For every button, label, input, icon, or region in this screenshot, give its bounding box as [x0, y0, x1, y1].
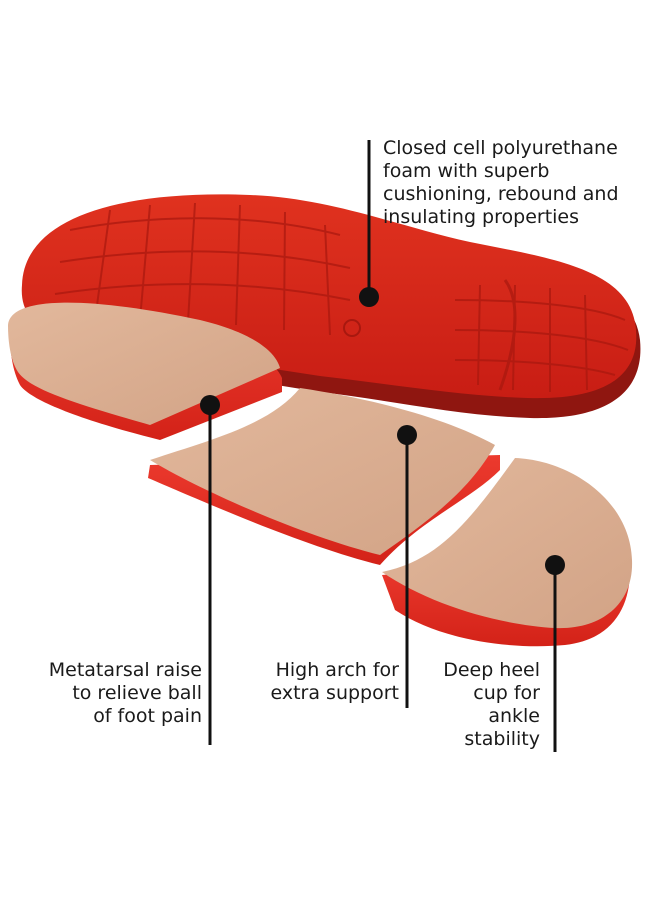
callout-line: extra support — [270, 682, 400, 704]
heel-cup — [382, 458, 633, 647]
callout-line: of foot pain — [93, 705, 202, 727]
heel-cup-top — [382, 458, 633, 629]
leader-metatarsal — [200, 395, 220, 745]
tread-pattern-forefoot — [54, 202, 351, 336]
callout-line: stability — [464, 728, 540, 750]
callout-arch: High arch for extra support — [271, 659, 400, 705]
leader-arch — [397, 425, 417, 708]
callout-line: insulating properties — [383, 206, 580, 228]
marker-dot — [200, 395, 220, 415]
callout-foam: Closed cell polyurethane foam with super… — [383, 137, 619, 229]
marker-dot — [545, 555, 565, 575]
callout-line: High arch for — [275, 659, 399, 681]
callout-line: Metatarsal raise — [48, 659, 202, 681]
callout-line: foam with superb — [383, 160, 550, 182]
callout-line: Closed cell polyurethane — [383, 137, 618, 159]
callout-line: cup for — [473, 682, 540, 704]
callout-line: cushioning, rebound and — [383, 183, 619, 205]
logo-mark — [343, 319, 361, 337]
callout-line: Deep heel — [443, 659, 540, 681]
callout-metatarsal: Metatarsal raise to relieve ball of foot… — [49, 659, 202, 728]
callout-heel: Deep heel cup for ankle stability — [443, 659, 540, 751]
marker-dot — [359, 287, 379, 307]
metatarsal-pad-top — [8, 302, 280, 425]
marker-dot — [397, 425, 417, 445]
callout-line: ankle — [488, 705, 540, 727]
tread-pattern-heel — [454, 279, 629, 392]
callout-line: to relieve ball — [72, 682, 202, 704]
leader-heel — [545, 555, 565, 752]
leader-foam — [359, 140, 379, 307]
